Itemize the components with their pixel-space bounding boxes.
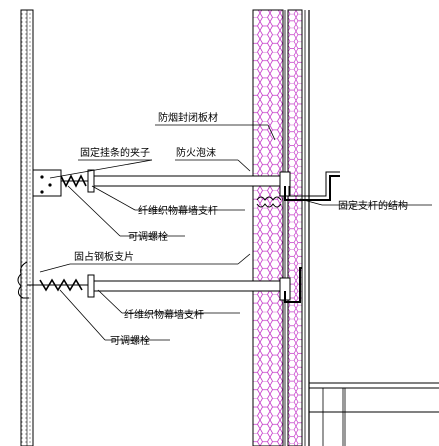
upper-support-assembly	[32, 169, 340, 208]
label-fire-foam: 防火泡沫	[176, 146, 216, 159]
label-fixed-anchor: 固定挂条的夹子	[80, 146, 150, 159]
label-fixed-steel-bracket: 固占钢板支片	[74, 250, 134, 263]
building-wall	[282, 10, 310, 446]
label-fixed-steel-structure: 固定支杆的结构	[338, 199, 408, 212]
label-fire-seal-panel: 防烟封闭板材	[158, 111, 218, 124]
insulation-layer	[252, 9, 303, 446]
label-adjust-bolt-top: 可调螺栓	[128, 230, 168, 243]
label-fiber-rod-bottom: 纤维织物幕墙支杆	[124, 308, 204, 321]
label-fiber-rod-top: 纤维织物幕墙支杆	[138, 204, 218, 217]
lower-support-assembly	[17, 261, 302, 303]
fabric-curtain-wall-panel	[20, 9, 34, 446]
label-adjust-bolt-bottom: 可调螺栓	[110, 334, 150, 347]
leader-lines	[39, 124, 432, 341]
floor-slab	[309, 382, 439, 446]
